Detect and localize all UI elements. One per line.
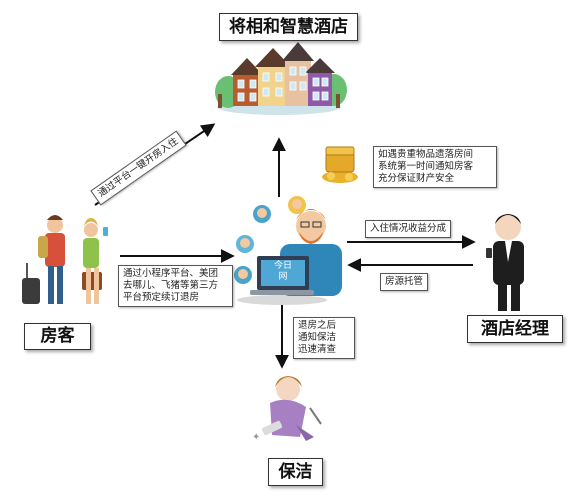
label-valuables: 如遇贵重物品遗落房间 系统第一时间通知房客 充分保证财产安全: [373, 146, 497, 188]
label-to-cleaner-line1: 退房之后: [298, 320, 337, 331]
cleaner-illustration: ✦: [252, 376, 322, 443]
label-to-cleaner-line3: 迅速清查: [298, 344, 337, 355]
platform-operator-illustration: [234, 196, 342, 305]
laptop-screen-line1: 今日: [273, 261, 292, 271]
label-from-manager: 房源托管: [380, 273, 429, 291]
label-valuables-line3: 充分保证财产安全: [378, 173, 455, 184]
label-valuables-line2: 系统第一时间通知房客: [378, 161, 474, 172]
gold-treasure-icon: [322, 146, 358, 183]
label-guest-to-platform: 通过小程序平台、美团 去哪儿、飞猪等第三方 平台预定续订退房: [118, 265, 233, 307]
label-guest-to-platform-line1: 通过小程序平台、美团: [123, 268, 219, 279]
label-valuables-line1: 如遇贵重物品遗落房间: [378, 149, 474, 160]
laptop-screen-line2: 网: [278, 272, 288, 282]
label-to-cleaner-line2: 通知保洁: [298, 332, 337, 343]
label-to-manager: 入住情况收益分成: [365, 220, 452, 238]
guest-title-box: 房客: [24, 323, 91, 350]
label-guest-to-platform-line2: 去哪儿、飞猪等第三方: [123, 280, 219, 291]
guest-travelers-illustration: [22, 215, 108, 304]
hotel-manager-illustration: [486, 214, 524, 311]
label-guest-to-platform-line3: 平台预定续订退房: [123, 292, 200, 303]
hotel-title-box: 将相和智慧酒店: [219, 13, 358, 41]
laptop-screen-text: 今日 网: [262, 261, 304, 283]
manager-title-box: 酒店经理: [467, 315, 563, 343]
label-to-cleaner: 退房之后 通知保洁 迅速清查: [293, 317, 355, 359]
hotel-illustration: [215, 42, 347, 115]
svg-text:✦: ✦: [252, 432, 260, 443]
cleaner-title-box: 保洁: [268, 458, 323, 486]
